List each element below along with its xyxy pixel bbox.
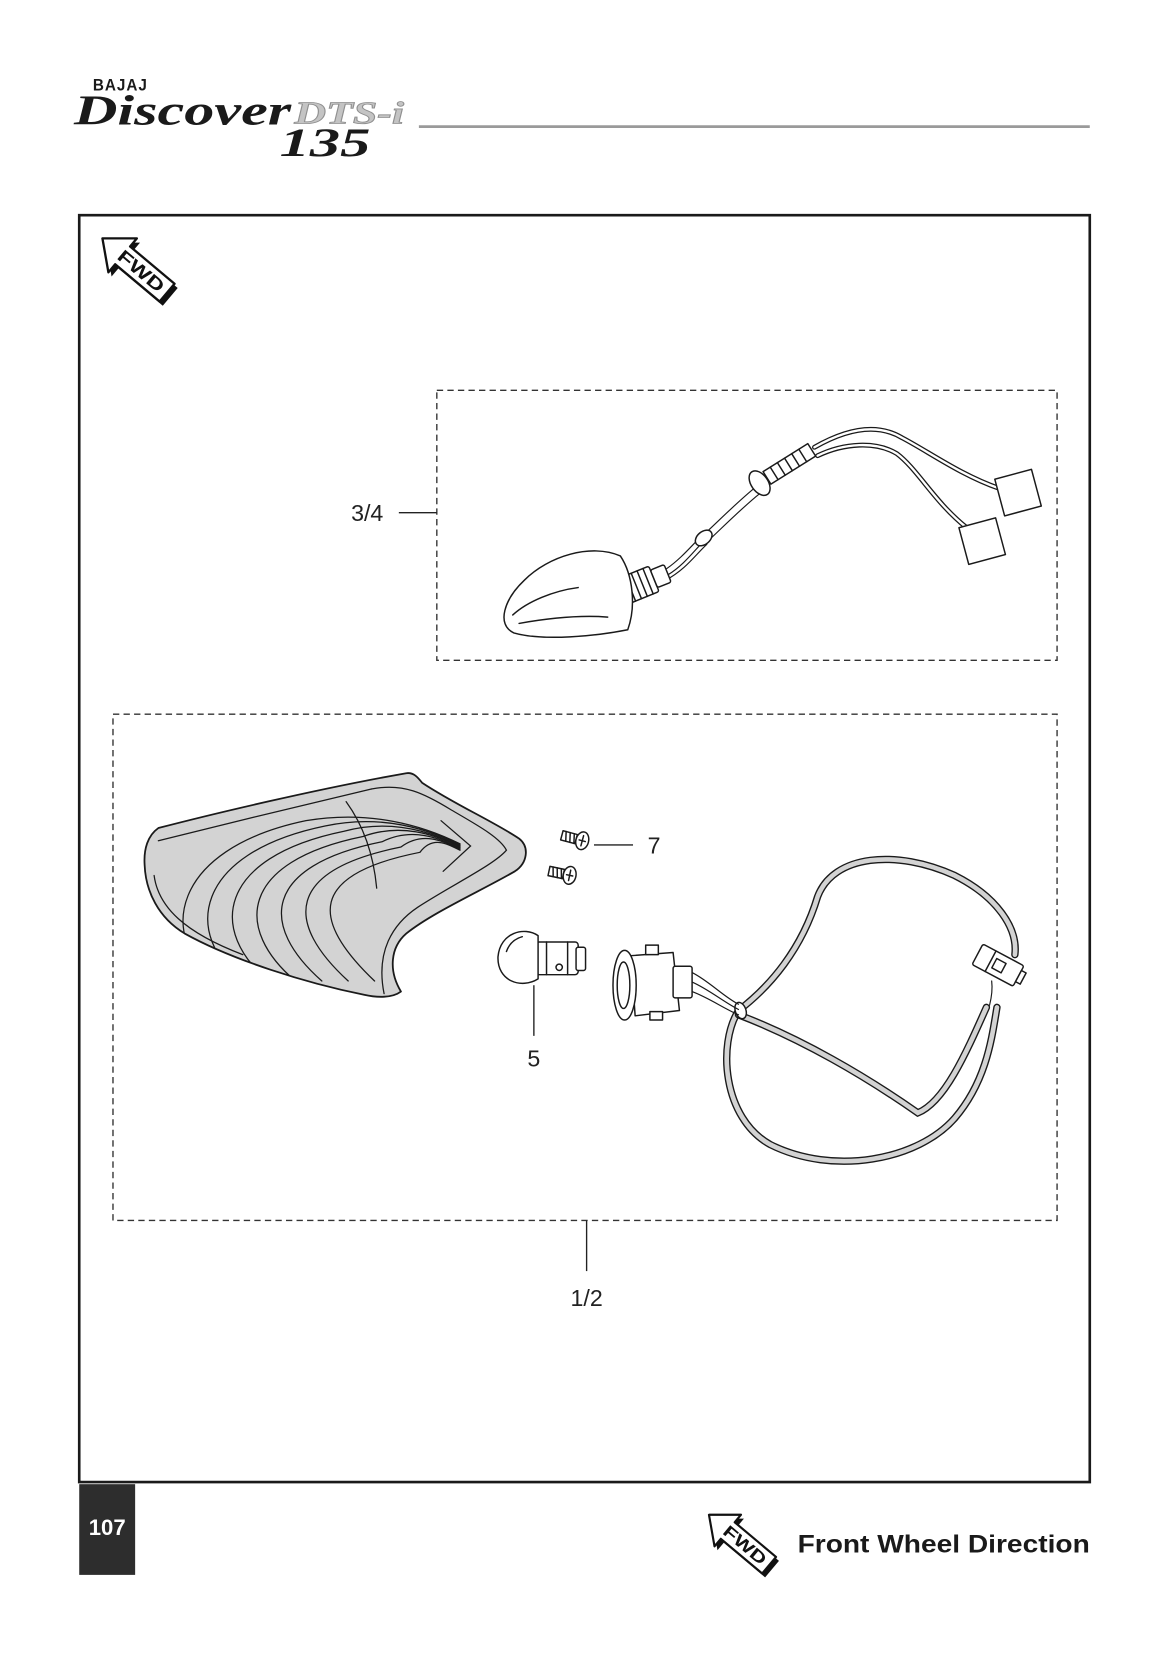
bulb-glass-highlight — [505, 935, 524, 953]
turn-signal-lens-body — [503, 550, 634, 639]
tail-lamp-lens-outline — [143, 772, 527, 998]
screw-illustration — [559, 829, 590, 851]
socket-opening — [616, 961, 631, 1010]
bulb-end-cap — [575, 946, 587, 972]
brand-name: BAJAJ — [93, 76, 148, 95]
wiring-harness-illustration — [723, 855, 1019, 1165]
model-name: Discover — [73, 87, 293, 134]
page-number: 107 — [89, 1515, 126, 1540]
turn-signal-grommet — [694, 529, 713, 547]
fwd-arrow-icon: FWD — [694, 1497, 786, 1585]
turn-signal-leads — [812, 426, 1002, 530]
turn-signal-group-box — [436, 389, 1058, 662]
socket-back-housing — [672, 965, 693, 999]
fwd-legend: Front Wheel Direction — [798, 1531, 1090, 1559]
bulb-illustration — [497, 930, 587, 984]
tail-lamp-lens-fill — [144, 773, 526, 997]
page-number-box — [79, 1484, 136, 1575]
turn-signal-lens-highlight — [512, 586, 609, 625]
turn-signal-lamp-illustration — [503, 426, 1043, 639]
screw-illustration — [547, 865, 577, 885]
turn-signal-connector-upper — [994, 468, 1043, 517]
page-number-tab: 107 — [79, 1484, 136, 1575]
socket-body — [630, 951, 681, 1017]
bulb-base-rings — [545, 941, 569, 976]
socket-tab-top — [644, 944, 660, 956]
bulb-bayonet-pin — [555, 963, 564, 972]
screw-callout: 7 — [648, 832, 661, 858]
tail-lamp-lens-illustration — [143, 772, 527, 998]
socket-tab-bottom — [649, 1010, 664, 1021]
model-number: 135 — [280, 120, 371, 165]
bulb-glass — [497, 930, 539, 984]
turn-signal-ribbed-sleeve — [762, 442, 817, 485]
diagram-frame — [77, 213, 1092, 1484]
brand-logo: BAJAJ Discover DTS-i 135 — [73, 76, 405, 165]
bulb-socket-illustration — [612, 944, 740, 1021]
turn-signal-connector-lower — [958, 517, 1007, 566]
tail-lamp-group-box — [112, 713, 1058, 1222]
harness-connector-illustration — [972, 944, 1027, 987]
bulb-callout: 5 — [527, 1045, 540, 1071]
model-badge: DTS-i — [293, 95, 404, 130]
fwd-arrow-icon: FWD — [87, 220, 185, 314]
tail-lamp-callout: 1/2 — [570, 1285, 602, 1311]
turn-signal-callout: 3/4 — [351, 500, 383, 526]
